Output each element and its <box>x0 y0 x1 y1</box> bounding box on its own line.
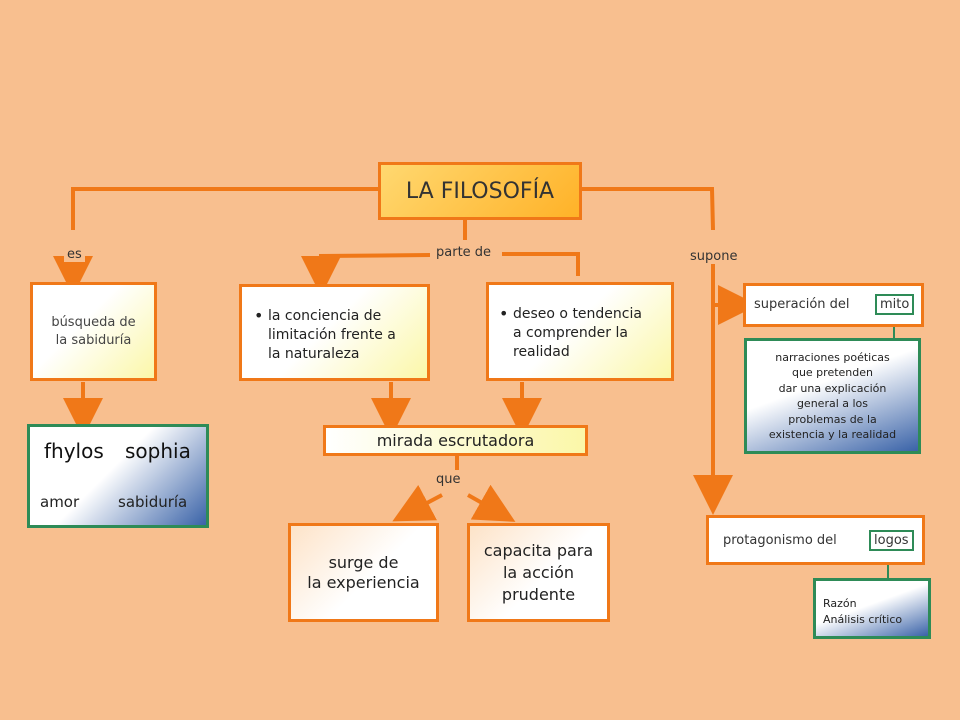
conciencia-text: la conciencia de limitación frente a la … <box>254 306 396 364</box>
superacion-box: superación del mito <box>743 283 924 327</box>
edge-que-surge <box>392 484 443 522</box>
razon-text: Razón Análisis crítico <box>823 597 903 626</box>
superacion-text: superación del <box>754 297 850 312</box>
edge-label-supone: supone <box>687 249 741 264</box>
title-box: LA FILOSOFÍA <box>378 162 582 220</box>
deseo-box: deseo o tendencia a comprender la realid… <box>486 282 674 381</box>
edge-label-parte-de: parte de <box>433 245 495 260</box>
protagonismo-text: protagonismo del <box>723 533 837 548</box>
edge-que-capacita <box>467 484 516 522</box>
narraciones-box: narraciones poéticas que pretenden dar u… <box>744 338 921 454</box>
conciencia-box: la conciencia de limitación frente a la … <box>239 284 430 381</box>
fhylos-word: fhylos <box>44 439 104 463</box>
busqueda-text: búsqueda de la sabiduría <box>51 314 136 348</box>
deseo-text: deseo o tendencia a comprender la realid… <box>499 304 642 362</box>
sophia-word: sophia <box>125 439 191 463</box>
narraciones-text: narraciones poéticas que pretenden dar u… <box>768 350 897 442</box>
mirada-box: mirada escrutadora <box>323 425 588 456</box>
capacita-text: capacita para la acción prudente <box>483 540 594 604</box>
logos-highlight: logos <box>869 530 914 551</box>
edge-title-supone <box>582 187 715 231</box>
edge-label-que: que <box>433 472 464 487</box>
busqueda-box: búsqueda de la sabiduría <box>30 282 157 381</box>
sabiduria-word: sabiduría <box>118 493 188 511</box>
surge-box: surge de la experiencia <box>288 523 439 622</box>
protagonismo-box: protagonismo del logos <box>706 515 925 565</box>
title-text: LA FILOSOFÍA <box>405 178 555 204</box>
amor-word: amor <box>40 493 80 511</box>
capacita-box: capacita para la acción prudente <box>467 523 610 622</box>
edge-label-es: es <box>64 247 85 262</box>
fhylos-box: fhylos sophia amor sabiduría <box>27 424 209 528</box>
mito-highlight: mito <box>875 294 915 315</box>
razon-box: Razón Análisis crítico <box>813 578 931 639</box>
surge-text: surge de la experiencia <box>307 552 420 592</box>
mirada-text: mirada escrutadora <box>376 431 535 450</box>
edge-title-es <box>71 187 378 230</box>
